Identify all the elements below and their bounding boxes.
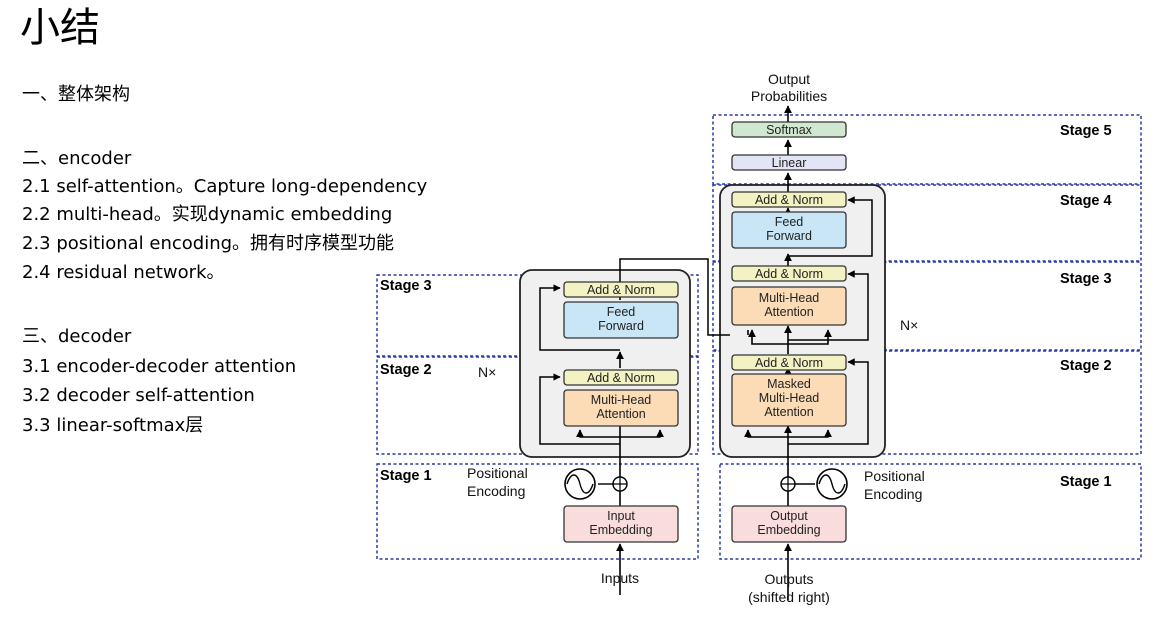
softmax-label: Softmax <box>766 123 813 137</box>
slide-title: 小结 <box>20 5 100 51</box>
encoder-add-norm-1 <box>563 369 679 386</box>
item-linear-softmax: 3.3 linear-softmax层 <box>22 415 204 436</box>
encoder-multi-head-attention <box>563 389 679 427</box>
linear-label: Linear <box>772 156 807 170</box>
encoder-feed-forward-line2: Forward <box>598 319 644 333</box>
stage3-encoder-label: Stage 3 <box>380 278 432 294</box>
decoder-masked-line2: Multi-Head <box>759 391 819 405</box>
decoder-positional-label-2: Encoding <box>864 486 922 502</box>
stage2-encoder-label: Stage 2 <box>380 362 432 378</box>
decoder-masked-line1: Masked <box>767 377 811 391</box>
decoder-add-norm-1 <box>731 354 847 371</box>
output-embedding-box <box>731 505 847 543</box>
encoder-mha-line1: Multi-Head <box>591 393 651 407</box>
decoder-add-norm-2-label: Add & Norm <box>755 267 823 281</box>
encoder-feed-forward-line1: Feed <box>607 305 636 319</box>
stage5-decoder-label: Stage 5 <box>1060 123 1112 139</box>
decoder-cross-attention-line2: Attention <box>764 305 813 319</box>
input-embedding-box <box>563 505 679 543</box>
decoder-add-norm-3 <box>731 191 847 208</box>
decoder-masked-attention <box>731 373 847 427</box>
item-encoder-decoder-attention: 3.1 encoder-decoder attention <box>22 356 297 377</box>
decoder-nx-label: N× <box>900 317 918 333</box>
item-self-attention: 2.1 self-attention。Capture long-dependen… <box>22 176 428 197</box>
output-embedding-line1: Output <box>770 509 808 523</box>
encoder-positional-label-2: Encoding <box>467 483 525 499</box>
decoder-feed-forward-line1: Feed <box>775 215 804 229</box>
item-multi-head: 2.2 multi-head。实现dynamic embedding <box>22 204 393 225</box>
decoder-masked-line3: Attention <box>764 405 813 419</box>
linear-box <box>731 154 847 171</box>
encoder-nx-label: N× <box>478 364 496 380</box>
input-embedding-line2: Embedding <box>589 523 652 537</box>
encoder-output-connection <box>619 258 730 336</box>
encoder-positional-label-1: Positional <box>467 465 528 481</box>
decoder-feed-forward-line2: Forward <box>766 229 812 243</box>
stage4-decoder-box <box>712 184 1142 262</box>
encoder-stack <box>519 269 691 458</box>
outputs-label-2: (shifted right) <box>748 589 830 605</box>
output-probabilities-line1: Output <box>768 71 810 87</box>
output-probabilities-line2: Probabilities <box>751 88 827 104</box>
inputs-label: Inputs <box>601 570 639 586</box>
stage2-decoder-label: Stage 2 <box>1060 358 1112 374</box>
decoder-add-norm-2 <box>731 265 847 282</box>
stage1-decoder-box <box>719 463 1142 560</box>
item-residual-network: 2.4 residual network。 <box>22 262 225 283</box>
section-overall-architecture: 一、整体架构 <box>22 84 130 105</box>
section-decoder: 三、decoder <box>22 326 132 347</box>
stage3-decoder-label: Stage 3 <box>1060 271 1112 287</box>
stage5-decoder-box <box>712 114 1142 185</box>
decoder-cross-attention <box>731 286 847 326</box>
stage2-decoder-box <box>712 350 1142 455</box>
encoder-add-norm-2 <box>563 281 679 298</box>
encoder-add-norm-1-label: Add & Norm <box>587 371 655 385</box>
stage1-encoder-label: Stage 1 <box>380 468 432 484</box>
decoder-feed-forward <box>731 211 847 249</box>
encoder-mha-line2: Attention <box>596 407 645 421</box>
decoder-add-norm-3-label: Add & Norm <box>755 193 823 207</box>
decoder-cross-attention-line1: Multi-Head <box>759 291 819 305</box>
outputs-label-1: Outputs <box>764 571 813 587</box>
encoder-add-norm-2-label: Add & Norm <box>587 283 655 297</box>
item-positional-encoding: 2.3 positional encoding。拥有时序模型功能 <box>22 233 395 254</box>
item-decoder-self-attention: 3.2 decoder self-attention <box>22 385 255 406</box>
encoder-feed-forward <box>563 301 679 339</box>
decoder-positional-label-1: Positional <box>864 468 925 484</box>
section-encoder: 二、encoder <box>22 148 132 169</box>
stage1-decoder-label: Stage 1 <box>1060 474 1112 490</box>
input-embedding-line1: Input <box>607 509 635 523</box>
stage1-encoder-box <box>376 463 699 560</box>
decoder-add-norm-1-label: Add & Norm <box>755 356 823 370</box>
output-embedding-line2: Embedding <box>757 523 820 537</box>
softmax-box <box>731 121 847 138</box>
stage4-decoder-label: Stage 4 <box>1060 193 1112 209</box>
